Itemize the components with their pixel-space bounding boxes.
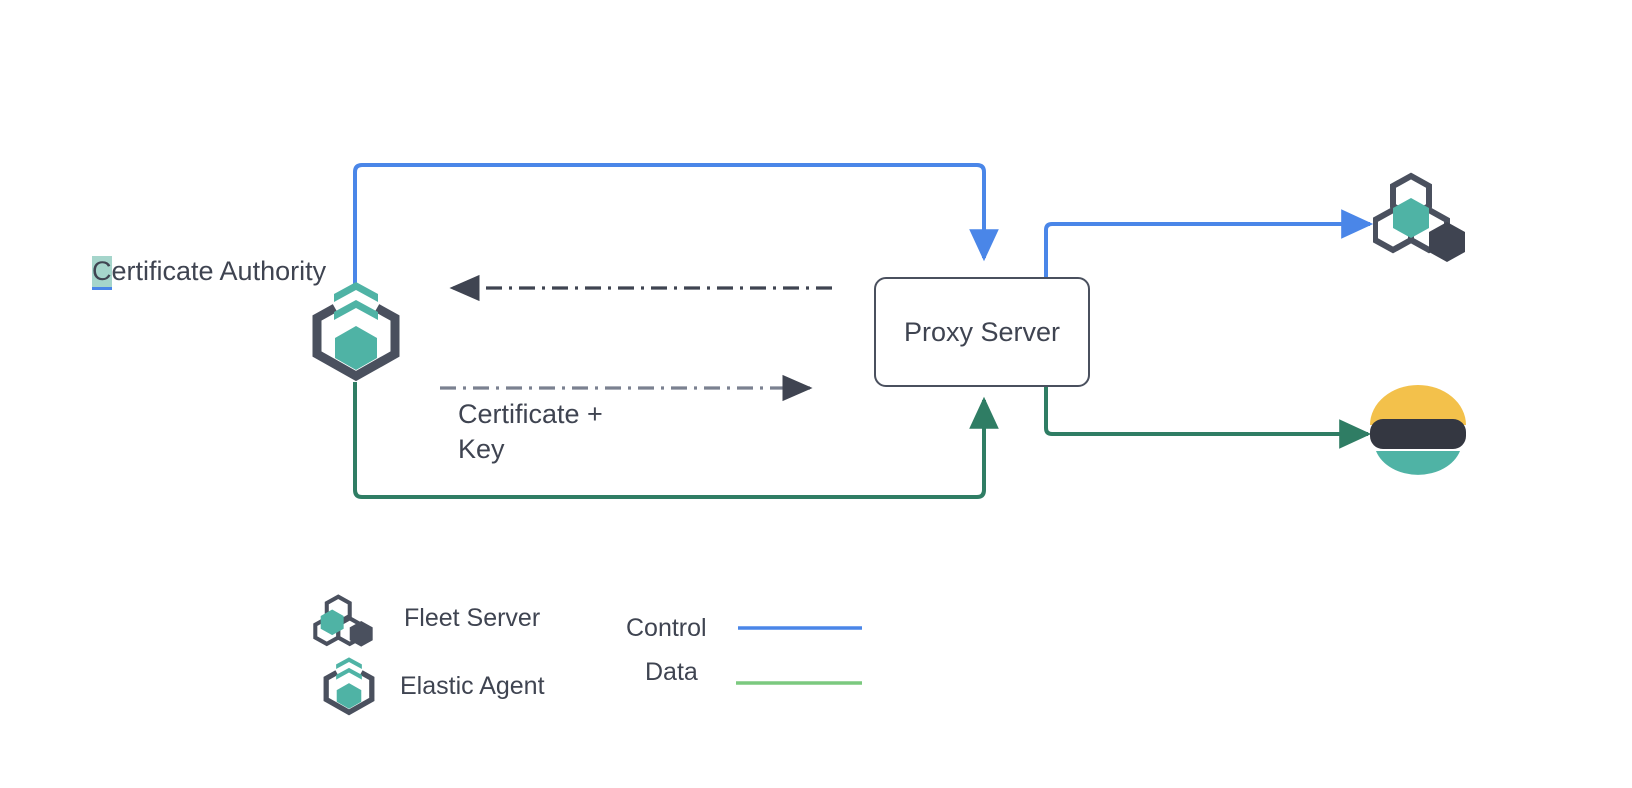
edge-agent-to-proxy-control bbox=[353, 163, 999, 288]
legend-fleet-server-icon bbox=[313, 594, 373, 647]
proxy-server-node[interactable]: Proxy Server bbox=[874, 277, 1090, 387]
legend-elastic-agent-label: Elastic Agent bbox=[400, 672, 545, 700]
certificate-authority-label-rest: ertificate Authority bbox=[111, 256, 327, 286]
legend-fleet-server-label: Fleet Server bbox=[404, 604, 541, 632]
elasticsearch-icon bbox=[1370, 385, 1466, 475]
edge-proxy-to-elasticsearch-data bbox=[1044, 387, 1372, 449]
proxy-server-label: Proxy Server bbox=[903, 316, 1061, 347]
legend-data-label: Data bbox=[645, 658, 698, 686]
legend-control-label: Control bbox=[626, 614, 707, 642]
edge-agent-to-proxy-data bbox=[353, 382, 999, 499]
edge-proxy-to-fleet-control bbox=[1044, 209, 1374, 277]
legend-elastic-agent-icon bbox=[323, 657, 375, 716]
certificate-key-label: Certificate + Key bbox=[458, 399, 603, 464]
fleet-server-icon bbox=[1373, 172, 1465, 262]
elastic-agent-icon bbox=[312, 282, 400, 382]
selected-character: C bbox=[92, 256, 112, 290]
certificate-authority-label: Certificate Authority bbox=[92, 254, 327, 290]
